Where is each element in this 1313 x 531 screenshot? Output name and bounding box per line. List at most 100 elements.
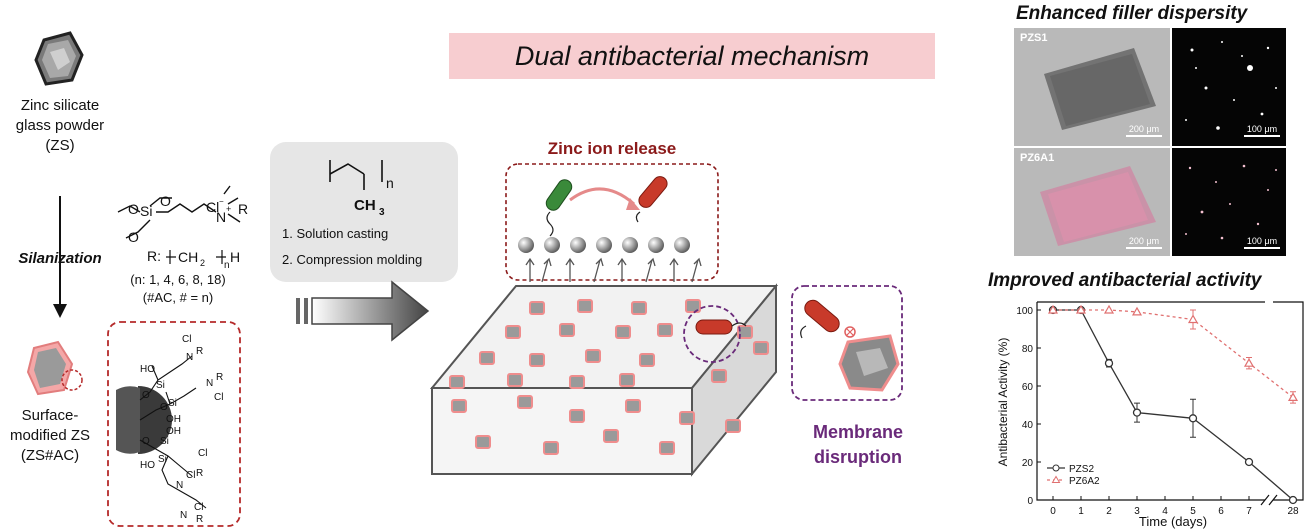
svg-text:R: R (196, 468, 203, 479)
svg-text:Cl: Cl (214, 392, 223, 403)
y-tick-label-0: 0 (1027, 496, 1033, 507)
point-PZS2-5 (1244, 457, 1254, 467)
svg-text:N: N (176, 480, 183, 491)
legend-label-PZ6A2: PZ6A2 (1069, 476, 1100, 487)
svg-text:O: O (142, 436, 150, 447)
ch3-label: CH (354, 197, 376, 214)
ch3-sub: 3 (379, 207, 385, 218)
y-tick-label-1: 20 (1022, 458, 1034, 469)
r-group-label: R: (147, 248, 161, 264)
point-PZ6A2-1 (1075, 304, 1087, 314)
micrograph-pz6a1-optical: PZ6A1 200 μm (1014, 148, 1170, 256)
silanization-arrow (53, 196, 67, 318)
zinc-silicate-particle-icon (34, 31, 84, 86)
left-synthesis-panel: Zinc silicate glass powder (ZS) Silaniza… (10, 31, 248, 527)
step-1: 1. Solution casting (282, 226, 388, 241)
o-atom-top: O (160, 193, 171, 209)
point-PZ6A2-4 (1187, 314, 1199, 324)
axis-break-mark (1260, 494, 1278, 506)
point-PZ6A2-6 (1287, 392, 1299, 402)
x-tick-label-0: 0 (1050, 506, 1056, 517)
n-values: (n: 1, 4, 6, 8, 18) (130, 272, 225, 287)
svg-text:N: N (186, 352, 193, 363)
disruption-particle-icon (838, 334, 900, 392)
membrane-line2: disruption (814, 447, 902, 467)
process-arrow (296, 280, 430, 342)
disruption-bacterium-icon (800, 299, 856, 339)
legend-marker-PZ6A2 (1051, 475, 1061, 483)
micrograph-pz6a1-fluorescence: 100 μm (1172, 148, 1286, 256)
y-tick-label-3: 60 (1022, 382, 1034, 393)
zoom-box (107, 321, 241, 527)
ac-note: (#AC, # = n) (143, 290, 213, 305)
x-tick-label-6: 6 (1218, 506, 1224, 517)
zinc-ion-row (518, 237, 702, 283)
x-axis-label: Time (days) (1139, 514, 1207, 529)
svg-text:Si: Si (160, 436, 169, 447)
zinc-release-box (505, 163, 719, 281)
svg-text:Cl: Cl (194, 502, 203, 513)
r-ch2-sub: 2 (200, 258, 205, 268)
svg-text:HO: HO (140, 364, 155, 375)
svg-text:OH: OH (166, 414, 181, 425)
svg-text:HO: HO (140, 460, 155, 471)
process-panel: n CH 3 1. Solution casting 2. Compressio… (270, 142, 458, 342)
slab-bacterium-icon (695, 319, 747, 335)
chloride-label: Cl (206, 199, 219, 215)
membrane-line1: Membrane (813, 422, 903, 442)
scale-bar-1: 200 μm (1126, 124, 1162, 137)
svg-text:Cl: Cl (198, 448, 207, 459)
surface-chemistry: HO Si O O Si OH Cl N R N R Cl O Si OH HO… (116, 334, 223, 525)
membrane-highlight (683, 305, 741, 363)
transition-arrowhead (626, 198, 640, 210)
process-box (270, 142, 458, 282)
antibacterial-chart: Antibacterial Activity (%) Time (days) 0… (996, 301, 1304, 529)
svg-text:O: O (160, 402, 168, 413)
point-PZS2-3 (1132, 408, 1142, 417)
header-title: Dual antibacterial mechanism (514, 41, 870, 71)
zs-label-line2: glass powder (16, 117, 104, 134)
micrograph-pzs1-fluorescence: 100 μm (1172, 28, 1286, 146)
scale-bar-2: 100 μm (1244, 124, 1280, 137)
modified-label-line3: (ZS#AC) (21, 447, 79, 464)
svg-text:Cl: Cl (186, 470, 195, 481)
x-tick-label-8: 28 (1287, 506, 1299, 517)
micrograph-pzs1-optical: PZS1 200 μm (1014, 28, 1170, 146)
svg-text:R: R (216, 372, 223, 383)
series-line-PZ6A2 (1053, 309, 1294, 398)
header-banner (449, 33, 935, 79)
point-PZ6A2-0 (1047, 304, 1059, 314)
x-tick-label-3: 3 (1134, 506, 1140, 517)
scale-bar-4: 100 μm (1244, 236, 1280, 249)
legend-label-PZS2: PZS2 (1069, 464, 1094, 475)
r-substituent: R (238, 201, 248, 217)
polymer-n: n (386, 175, 394, 191)
green-bacterium-icon (545, 179, 573, 237)
svg-text:Si: Si (156, 380, 165, 391)
mechanism-panel: Zinc ion release (429, 139, 903, 477)
svg-text:Cl: Cl (182, 334, 191, 345)
point-PZS2-6 (1288, 495, 1298, 505)
svg-text:R: R (196, 346, 203, 357)
modified-particle-icon (26, 340, 83, 396)
filler-particles (449, 299, 769, 455)
sample2-label: PZ6A1 (1020, 152, 1055, 164)
svg-text:N: N (180, 510, 187, 521)
y-tick-label-4: 80 (1022, 344, 1034, 355)
red-bacterium-icon (635, 176, 668, 223)
transition-arrow (569, 187, 635, 206)
x-tick-label-4: 4 (1162, 506, 1168, 517)
silanization-label: Silanization (18, 250, 101, 267)
scale-bar-3: 200 μm (1126, 236, 1162, 249)
o-atom-left: O (128, 201, 139, 217)
point-PZS2-2 (1104, 359, 1114, 368)
r-terminal-h: H (230, 249, 240, 265)
zinc-release-title: Zinc ion release (548, 139, 677, 158)
membrane-box (791, 285, 903, 401)
zs-label-line1: Zinc silicate (21, 97, 99, 114)
sample1-label: PZS1 (1020, 32, 1048, 44)
o-atom-bottom: O (128, 229, 139, 245)
r-ch2: CH (178, 249, 198, 265)
svg-text:OH: OH (166, 426, 181, 437)
svg-text:N: N (206, 378, 213, 389)
